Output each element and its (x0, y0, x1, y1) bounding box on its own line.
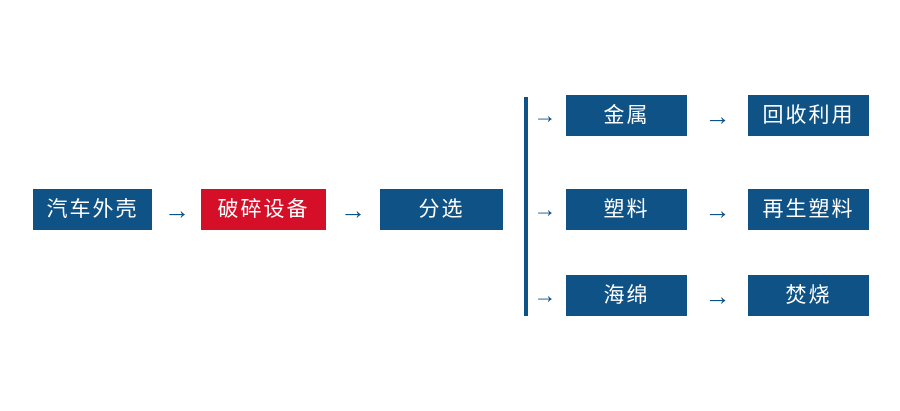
node-crusher-equipment[interactable]: 破碎设备 (201, 189, 326, 230)
arrow-branch-metal-icon: → (533, 102, 557, 128)
arrow-metal-to-recycle-icon: → (704, 100, 731, 131)
arrow-sponge-to-incinerate-icon: → (704, 280, 731, 311)
arrow-branch-sponge-icon: → (533, 282, 557, 308)
node-fraction-sponge[interactable]: 海绵 (566, 275, 687, 316)
node-fraction-metal[interactable]: 金属 (566, 95, 687, 136)
node-destination-regranulated-plastic[interactable]: 再生塑料 (748, 189, 869, 230)
arrow-branch-plastic-icon: → (533, 196, 557, 222)
node-fraction-plastic[interactable]: 塑料 (566, 189, 687, 230)
node-sorting[interactable]: 分选 (380, 189, 503, 230)
node-destination-recycle[interactable]: 回收利用 (748, 95, 869, 136)
arrow-source-to-crusher-icon: → (164, 194, 190, 225)
arrow-plastic-to-regranulate-icon: → (704, 194, 731, 225)
split-bar-divider (524, 97, 528, 316)
arrow-crusher-to-sorting-icon: → (340, 194, 366, 225)
node-destination-incineration[interactable]: 焚烧 (748, 275, 869, 316)
node-source-car-shell[interactable]: 汽车外壳 (33, 189, 152, 230)
